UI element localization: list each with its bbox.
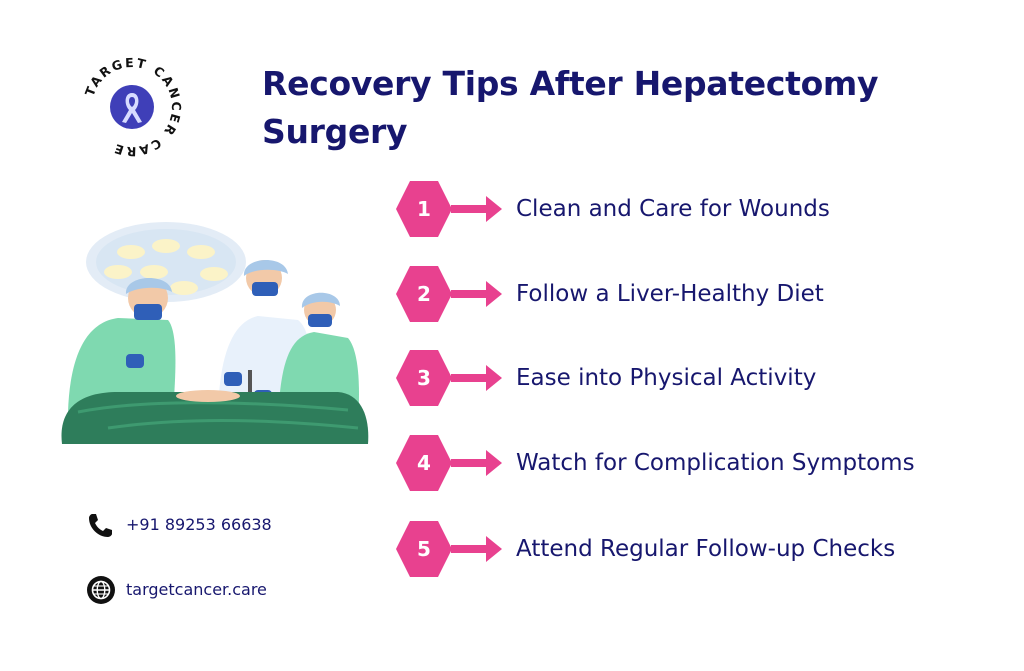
tip-text: Follow a Liver-Healthy Diet xyxy=(516,281,824,307)
numbered-arrow-badge xyxy=(396,521,502,577)
tip-text: Ease into Physical Activity xyxy=(516,365,817,391)
numbered-arrow-badge xyxy=(396,350,502,406)
phone-number: +91 89253 66638 xyxy=(126,515,272,534)
tip-item: 5 Attend Regular Follow-up Checks xyxy=(396,521,956,577)
tip-item: 2 Follow a Liver-Healthy Diet xyxy=(396,266,956,322)
page-title: Recovery Tips After Hepatectomy Surgery xyxy=(262,64,879,151)
tip-number: 3 xyxy=(417,366,431,390)
awareness-ribbon-icon xyxy=(122,93,142,123)
phone-icon xyxy=(89,514,112,537)
numbered-arrow-badge xyxy=(396,435,502,491)
surgical-lamp-icon xyxy=(86,222,246,302)
surgeon-left xyxy=(68,277,176,412)
surgical-drape xyxy=(61,390,369,444)
tip-text: Clean and Care for Wounds xyxy=(516,196,830,222)
tip-number: 2 xyxy=(417,282,431,306)
tip-number: 1 xyxy=(417,197,431,221)
tip-number: 5 xyxy=(417,537,431,561)
numbered-arrow-badge xyxy=(396,266,502,322)
surgery-illustration xyxy=(61,222,369,444)
tip-item: 3 Ease into Physical Activity xyxy=(396,350,956,406)
globe-icon xyxy=(87,576,115,604)
tip-item: 1 Clean and Care for Wounds xyxy=(396,181,956,237)
logo: TARGET CANCER CARE xyxy=(82,55,182,159)
tip-text: Watch for Complication Symptoms xyxy=(516,450,915,476)
tip-number: 4 xyxy=(417,451,431,475)
website-url: targetcancer.care xyxy=(126,580,267,599)
numbered-arrow-badge xyxy=(396,181,502,237)
tip-text: Attend Regular Follow-up Checks xyxy=(516,536,896,562)
tip-item: 4 Watch for Complication Symptoms xyxy=(396,435,956,491)
